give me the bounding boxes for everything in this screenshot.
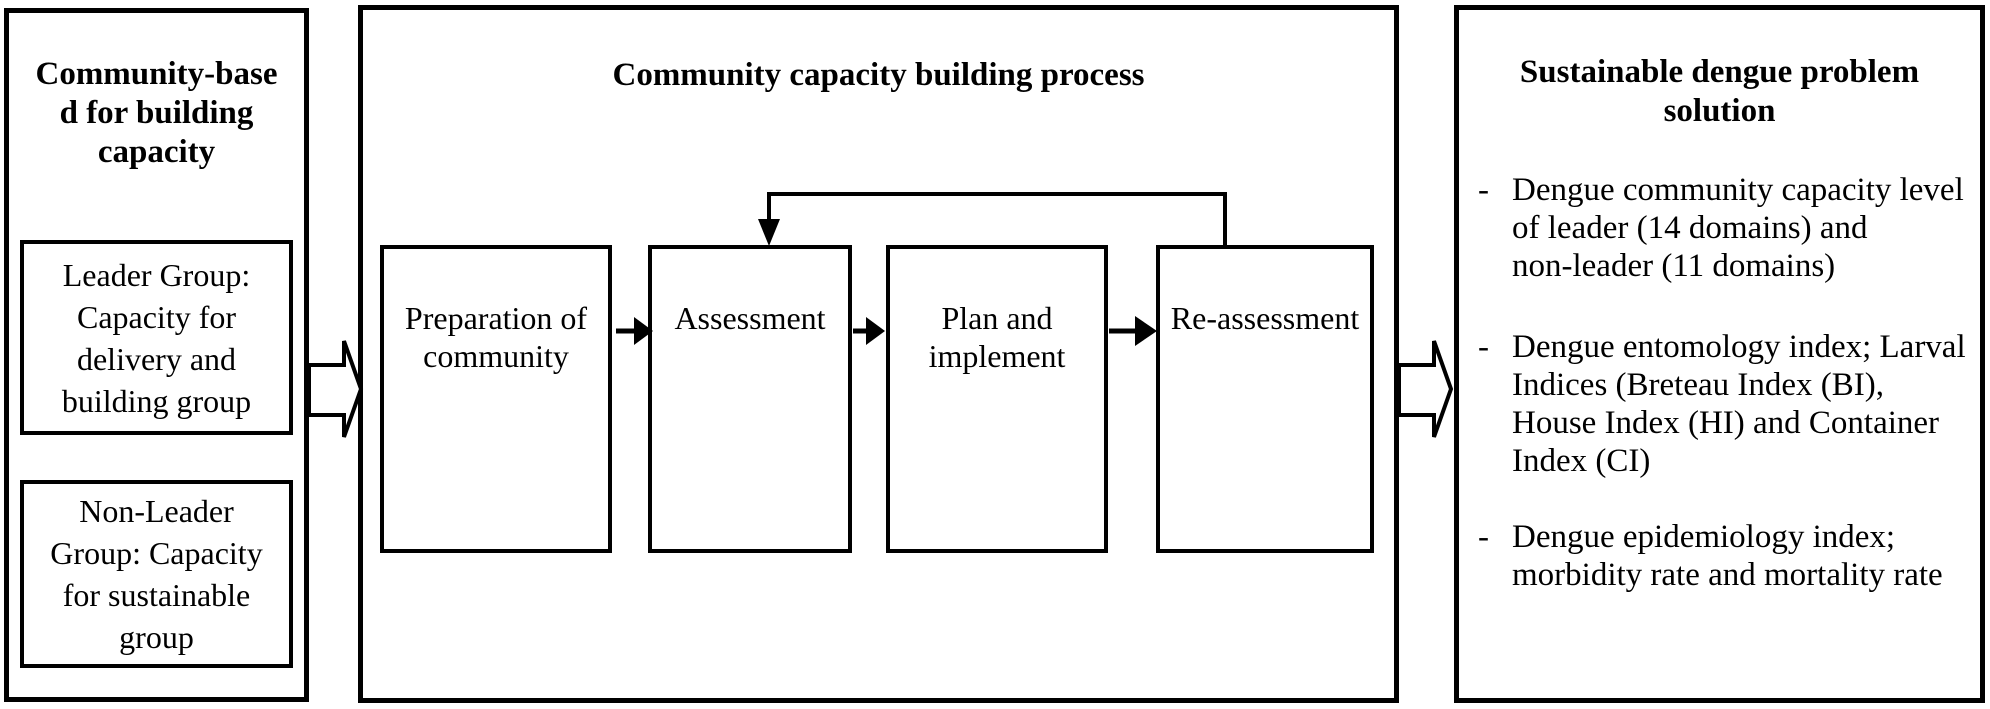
step-box-plan-implement: Plan and implement [886,245,1108,553]
block-arrow-left-icon [307,340,364,438]
leader-group-box: Leader Group: Capacity for delivery and … [20,240,293,435]
outcome-bullet-entomology-index: - Dengue entomology index; Larval Indice… [1478,328,1966,480]
step-box-preparation: Preparation of community [380,245,612,553]
leader-group-label: Leader Group: Capacity for delivery and … [61,256,252,419]
non-leader-group-label: Non-Leader Group: Capacity for sustainab… [50,493,263,655]
outcome-bullet-epidemiology-index: - Dengue epidemiology index; morbidity r… [1478,518,1966,594]
outcome-bullet-capacity-level: - Dengue community capacity level of lea… [1478,171,1966,285]
bullet-text: Dengue epidemiology index; morbidity rat… [1512,519,1943,593]
step-label-plan-implement: Plan and implement [928,300,1066,374]
process-panel: Community capacity building process Prep… [358,5,1399,703]
process-panel-title: Community capacity building process [612,57,1145,93]
block-arrow-right-icon [1397,340,1454,438]
left-panel-title: Community-base d for building capacity [35,56,278,170]
bullet-text: Dengue entomology index; Larval Indices … [1512,329,1966,479]
step-box-assessment: Assessment [648,245,852,553]
bullet-dash: - [1478,172,1489,208]
step-box-re-assessment: Re-assessment [1156,245,1374,553]
bullet-dash: - [1478,519,1489,555]
outcome-panel-title: Sustainable dengue problem solution [1519,54,1920,129]
bullet-text: Dengue community capacity level of leade… [1512,172,1964,284]
left-panel: Community-base d for building capacity L… [4,8,309,702]
step-label-assessment: Assessment [674,300,826,336]
step-label-re-assessment: Re-assessment [1170,300,1360,336]
bullet-dash: - [1478,329,1489,365]
step-label-preparation: Preparation of community [404,300,588,374]
outcome-panel: Sustainable dengue problem solution - De… [1454,5,1985,703]
non-leader-group-box: Non-Leader Group: Capacity for sustainab… [20,480,293,668]
